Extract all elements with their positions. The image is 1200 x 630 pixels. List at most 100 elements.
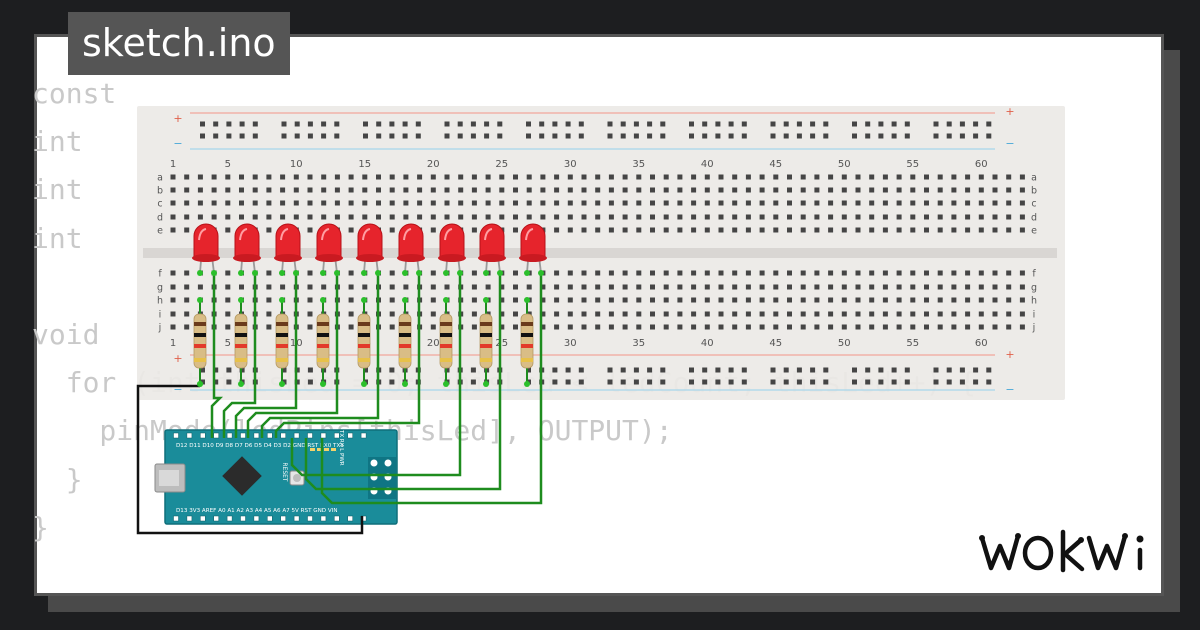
breadboard-hole xyxy=(581,200,587,206)
breadboard-hole xyxy=(417,187,423,193)
breadboard-hole xyxy=(554,227,560,233)
column-number: 20 xyxy=(427,338,440,349)
breadboard-hole xyxy=(1006,311,1012,317)
row-letter: d xyxy=(157,213,163,224)
breadboard-hole xyxy=(1019,187,1025,193)
breadboard-hole xyxy=(865,367,871,373)
row-letter: h xyxy=(157,296,163,307)
breadboard-hole xyxy=(702,133,708,139)
breadboard-hole xyxy=(266,174,272,180)
rail-plus-label: + xyxy=(173,112,182,125)
breadboard-hole xyxy=(814,200,820,206)
signal-wire xyxy=(234,275,298,438)
breadboard-hole xyxy=(855,174,861,180)
breadboard-hole xyxy=(470,133,476,139)
breadboard-hole xyxy=(770,367,776,373)
status-led xyxy=(331,448,336,451)
breadboard-hole xyxy=(663,214,669,220)
breadboard-hole xyxy=(910,324,916,330)
breadboard-hole xyxy=(252,121,258,127)
breadboard-hole xyxy=(992,214,998,220)
resistor-band xyxy=(399,344,411,348)
resistor-band xyxy=(235,344,247,348)
breadboard-hole xyxy=(567,324,573,330)
breadboard-hole xyxy=(170,214,176,220)
breadboard-hole xyxy=(581,174,587,180)
breadboard-hole xyxy=(470,367,476,373)
breadboard-hole xyxy=(636,297,642,303)
breadboard-hole xyxy=(910,200,916,206)
arduino-pin xyxy=(240,432,246,439)
breadboard-hole xyxy=(321,214,327,220)
breadboard-hole xyxy=(526,367,531,373)
breadboard-hole xyxy=(924,270,929,276)
breadboard-hole xyxy=(965,174,971,180)
breadboard-hole xyxy=(882,200,888,206)
signal-wire xyxy=(246,275,339,438)
breadboard-hole xyxy=(745,227,751,233)
arduino-pin xyxy=(293,515,300,522)
resistor-band xyxy=(194,333,206,337)
row-letter: j xyxy=(1032,323,1036,334)
connection-dot xyxy=(483,381,489,387)
breadboard-hole xyxy=(526,200,532,206)
breadboard-hole xyxy=(307,284,313,290)
breadboard-hole xyxy=(334,214,340,220)
breadboard-hole xyxy=(239,284,244,290)
breadboard-hole xyxy=(773,200,779,206)
breadboard-hole xyxy=(567,214,573,220)
breadboard-hole xyxy=(959,133,965,139)
breadboard-hole xyxy=(704,284,710,290)
breadboard-hole xyxy=(677,187,683,193)
breadboard-hole xyxy=(677,227,683,233)
column-number: 35 xyxy=(632,159,645,170)
breadboard-hole xyxy=(485,187,491,193)
connection-dot xyxy=(320,297,326,303)
breadboard-hole xyxy=(741,367,747,373)
column-number: 50 xyxy=(838,338,851,349)
breadboard-hole xyxy=(526,214,532,220)
breadboard-hole xyxy=(951,187,957,193)
breadboard-hole xyxy=(910,174,916,180)
resistor-band xyxy=(399,358,411,362)
breadboard-hole xyxy=(334,174,340,180)
breadboard-hole xyxy=(266,270,272,276)
led-highlight xyxy=(280,228,289,241)
breadboard-hole xyxy=(225,214,231,220)
breadboard-hole xyxy=(986,379,992,385)
resistor xyxy=(520,313,534,369)
breadboard-hole xyxy=(728,367,734,373)
breadboard-hole xyxy=(213,133,219,139)
breadboard-hole xyxy=(650,270,655,276)
breadboard-hole xyxy=(978,200,984,206)
breadboard-hole xyxy=(828,227,834,233)
breadboard-hole xyxy=(266,187,272,193)
breadboard-hole xyxy=(732,324,738,330)
breadboard-hole xyxy=(1006,270,1012,276)
breadboard-hole xyxy=(403,214,409,220)
breadboard-hole xyxy=(1019,227,1025,233)
breadboard-hole xyxy=(281,367,287,373)
breadboard-hole xyxy=(307,133,313,139)
row-letter: c xyxy=(1031,199,1036,210)
breadboard-hole xyxy=(608,324,614,330)
breadboard-hole xyxy=(293,174,299,180)
breadboard-hole xyxy=(307,187,313,193)
breadboard-hole xyxy=(444,187,450,193)
connection-dot xyxy=(416,270,422,276)
wokwi-logo xyxy=(979,529,1144,573)
breadboard-hole xyxy=(170,270,176,276)
breadboard-hole xyxy=(430,311,436,317)
column-number: 1 xyxy=(170,159,176,170)
breadboard-hole xyxy=(334,133,340,139)
breadboard-hole xyxy=(578,379,584,385)
breadboard-hole xyxy=(745,214,751,220)
breadboard-hole xyxy=(184,270,190,276)
breadboard-hole xyxy=(513,187,518,193)
connection-dot xyxy=(279,270,285,276)
breadboard-hole xyxy=(728,379,734,385)
connection-dot xyxy=(197,297,203,303)
breadboard-hole xyxy=(554,270,560,276)
code-line: } xyxy=(32,510,49,544)
arduino-pin xyxy=(240,515,246,522)
